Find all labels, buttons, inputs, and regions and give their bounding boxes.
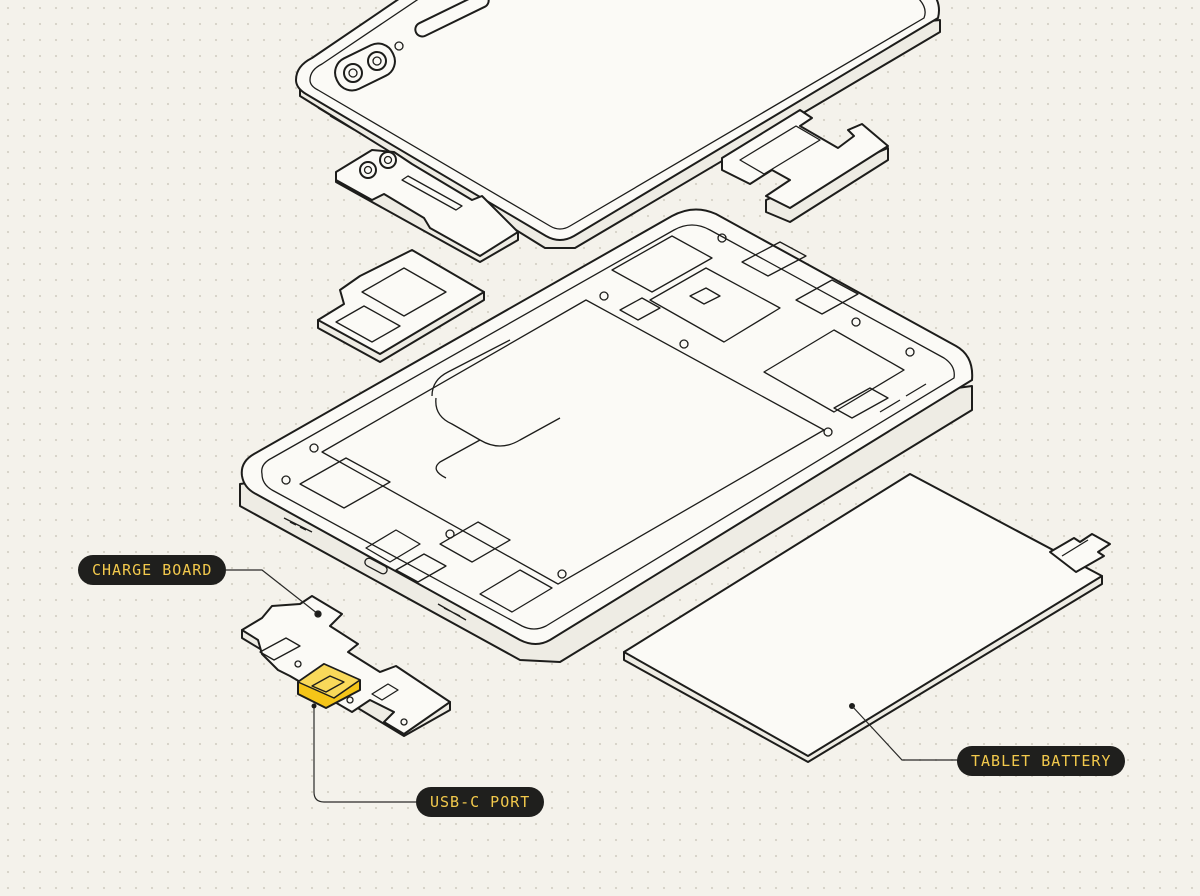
usb-c-port [297,663,361,709]
tablet-battery-leader [851,705,958,761]
mid-frame-chassis [239,208,974,663]
rear-camera-module [334,41,404,92]
top-right-bracket [721,109,889,223]
back-cover [295,0,941,249]
callout-tablet-battery: TABLET BATTERY [957,746,1126,776]
tablet-battery [623,473,1111,763]
charge-board [241,595,451,737]
usb-c-port-leader [313,706,416,803]
side-speaker-grille [283,383,927,621]
charge-board-leader [226,569,319,615]
camera-bracket [335,149,519,263]
callout-usb-c-port: USB-C PORT [416,787,545,817]
shield-plate [317,249,485,363]
callout-charge-board: CHARGE BOARD [78,555,227,585]
